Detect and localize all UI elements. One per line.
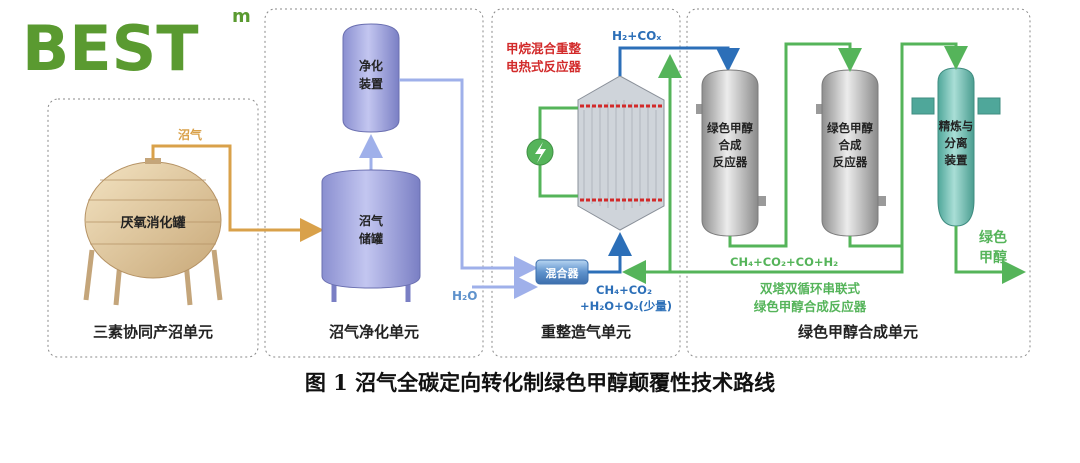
purified-gas-line: [399, 78, 538, 280]
recycle-line-lower: [622, 246, 904, 284]
unit-box-digestion: [47, 98, 259, 358]
reactor1-label-3: 反应器: [713, 155, 748, 169]
biogas-stream-label: 沼气: [178, 127, 202, 142]
refiner-label-1: 精炼与: [939, 119, 974, 133]
mixer-label: 混合器: [546, 266, 580, 280]
refiner-label-2: 分离: [945, 136, 968, 150]
best-logo: BEST m: [22, 6, 251, 85]
synthesis-reactor-2: 绿色甲醇 合成 反应器: [816, 69, 886, 237]
reactor2-label-2: 合成: [839, 138, 862, 152]
reactor2-label-1: 绿色甲醇: [827, 121, 873, 135]
reformer-title-2: 电热式反应器: [506, 59, 582, 74]
purifier-label-2: 装置: [358, 76, 383, 91]
product-label-2: 甲醇: [979, 249, 1007, 266]
product-label-1: 绿色: [979, 229, 1007, 246]
storage-tank: 沼气 储罐: [321, 169, 421, 302]
refiner-column: 精炼与 分离 装置: [911, 67, 1001, 227]
reactor1-label-2: 合成: [719, 138, 742, 152]
storage-label-1: 沼气: [359, 213, 383, 228]
synthesis-reactor-1: 绿色甲醇 合成 反应器: [696, 69, 766, 237]
biogas-stream-line: [151, 144, 324, 242]
lightning-icon: [535, 142, 546, 163]
unit-box-reforming: [491, 8, 681, 358]
digester-tank: 厌氧消化罐: [83, 158, 223, 306]
unit-box-purification: [264, 8, 484, 358]
tower-note-1: 双塔双循环串联式: [759, 281, 861, 296]
methanol-product-line: [954, 226, 1026, 284]
tower-note-2: 绿色甲醇合成反应器: [754, 299, 867, 314]
logo-superscript: m: [232, 6, 251, 27]
reactor2-label-3: 反应器: [833, 155, 868, 169]
reactor2-to-refiner-line: [848, 42, 968, 248]
mixer-to-reformer-line: [588, 232, 632, 274]
unit-title-digestion: 三素协同产沼单元: [93, 323, 213, 341]
storage-label-2: 储罐: [359, 231, 383, 246]
refiner-label-3: 装置: [944, 153, 968, 167]
syngas-line: [618, 46, 740, 76]
recycle-label: CH₄+CO₂+CO+H₂: [730, 255, 838, 269]
mixer-vessel: 混合器: [535, 259, 589, 285]
reformer-title-1: 甲烷混合重整: [506, 41, 582, 56]
syngas-label: H₂+COₓ: [612, 29, 661, 43]
unit-title-purification: 沼气净化单元: [329, 323, 419, 341]
digester-label: 厌氧消化罐: [120, 215, 185, 231]
unit-title-synthesis: 绿色甲醇合成单元: [798, 323, 918, 341]
water-label: H₂O: [452, 289, 478, 303]
unit-box-synthesis: [686, 8, 1031, 358]
figure-caption: 图 1 沼气全碳定向转化制绿色甲醇颠覆性技术路线: [305, 370, 775, 395]
unit-title-reforming: 重整造气单元: [541, 323, 631, 341]
reactor1-label-1: 绿色甲醇: [707, 121, 753, 135]
purifier-label-1: 净化: [359, 58, 383, 73]
purifier-vessel: 净化 装置: [342, 23, 400, 133]
feed-label-1: CH₄+CO₂: [596, 283, 652, 297]
reformer-reactor: [577, 75, 665, 231]
feed-label-2: +H₂O+O₂(少量): [580, 299, 672, 313]
reactor1-to-reactor2-line: [728, 42, 862, 248]
logo-text: BEST: [22, 12, 199, 85]
